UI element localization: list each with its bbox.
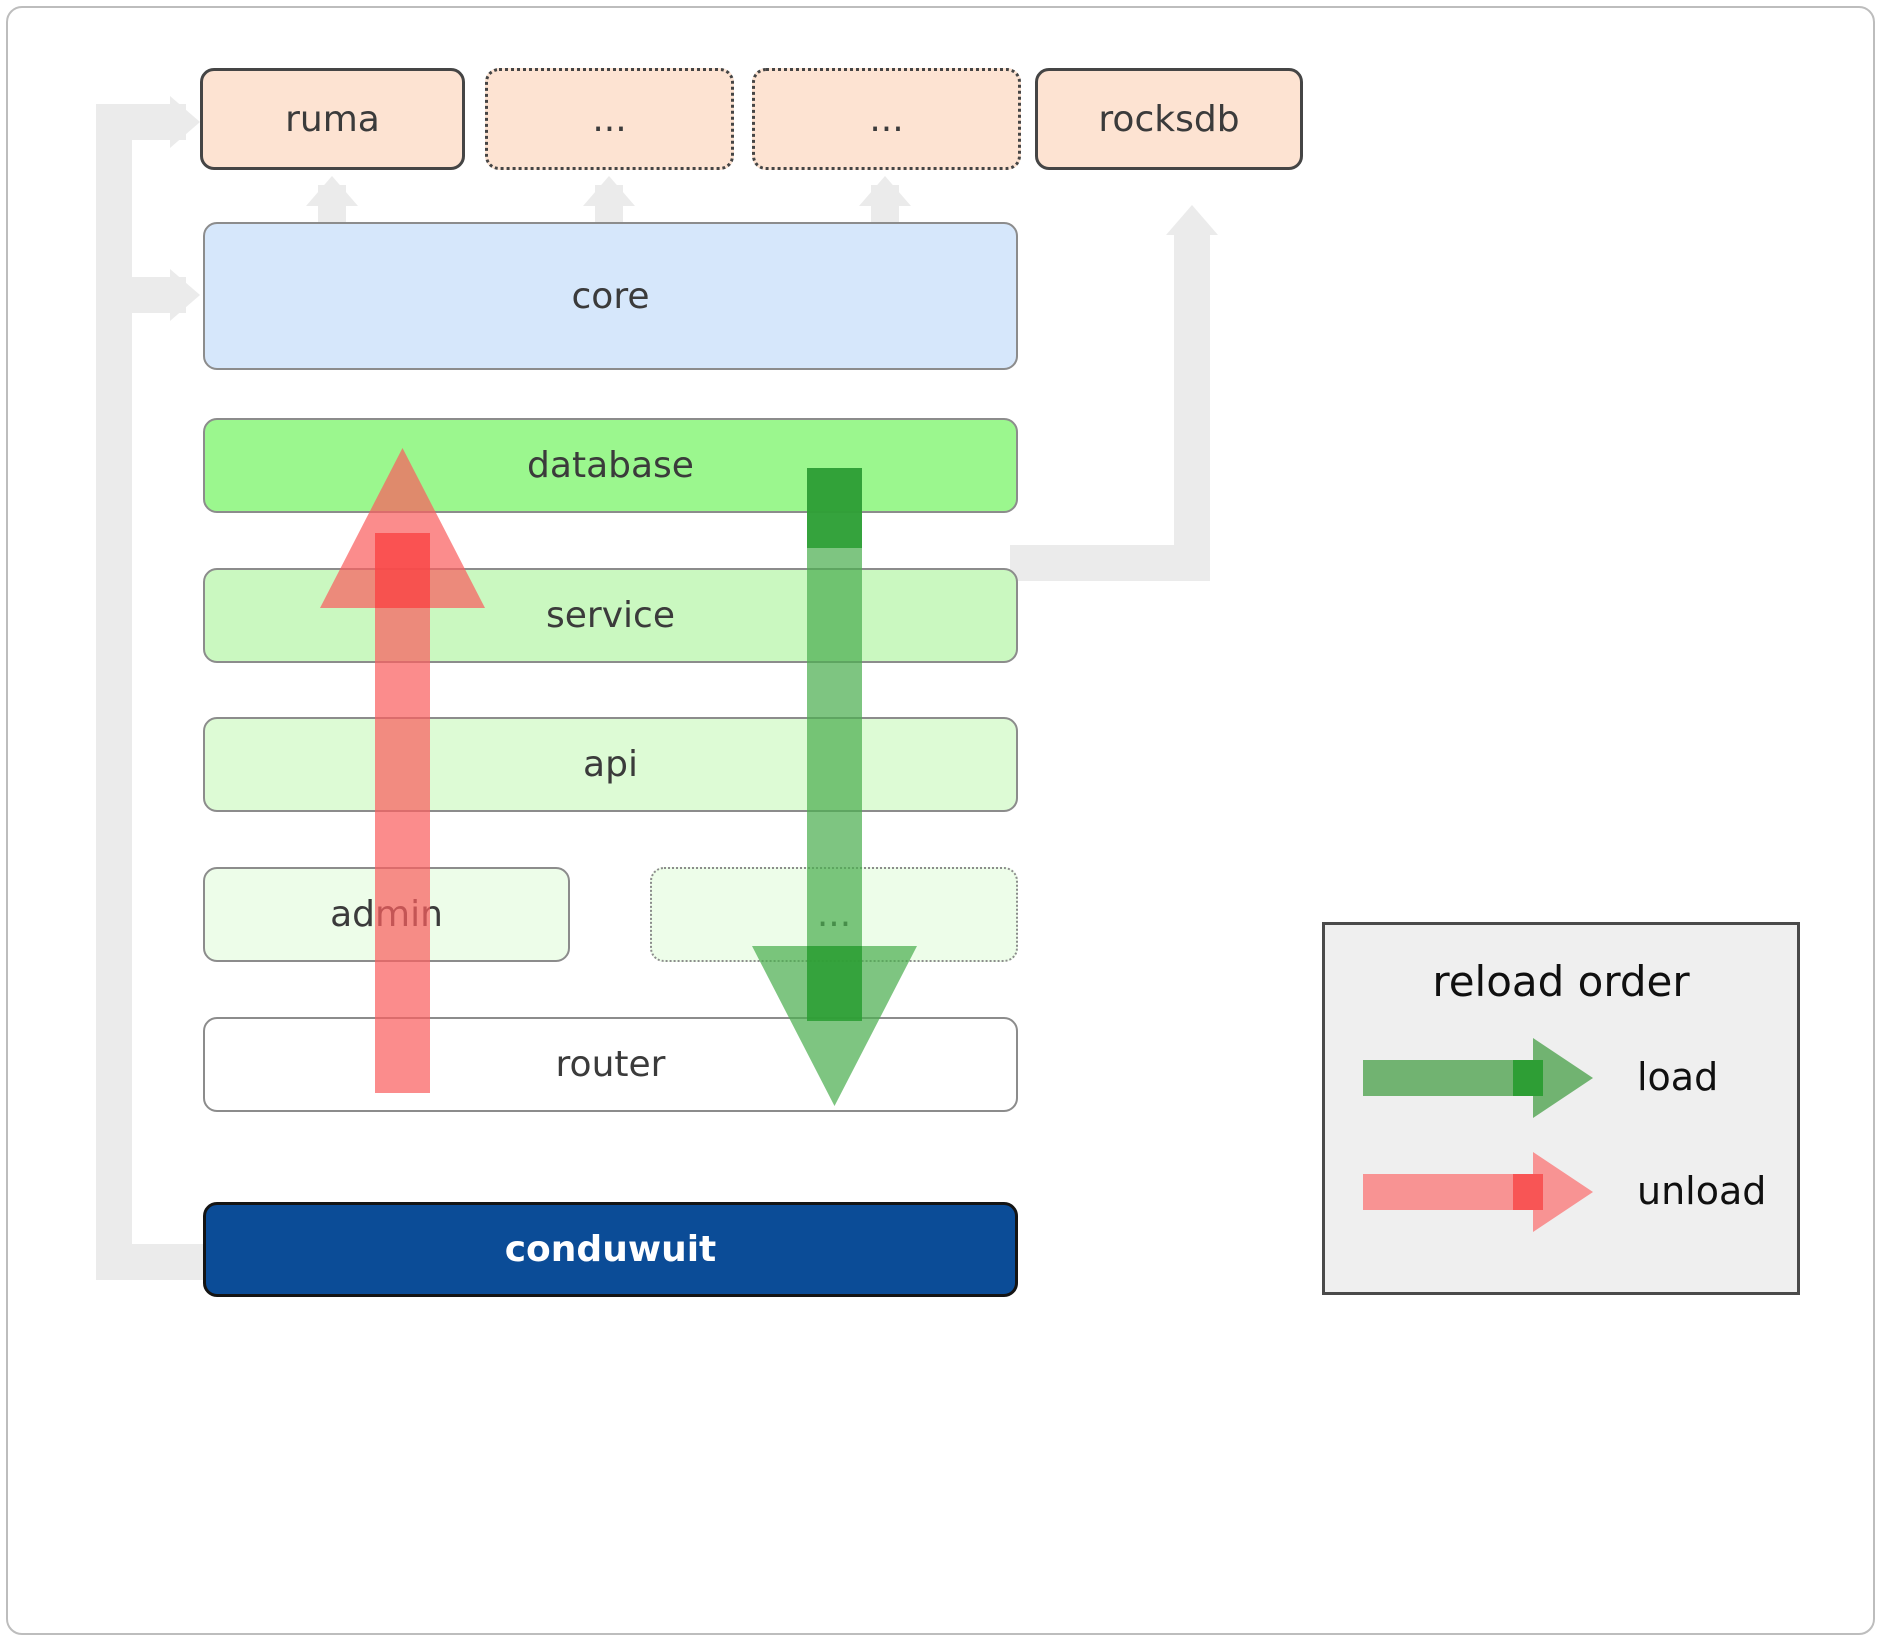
unload-flow-arrow [320,448,485,1093]
legend-load-label: load [1637,1055,1719,1099]
layer-box-api[interactable]: api [203,717,1018,812]
dependency-box-placeholder-1[interactable]: ... [485,68,734,170]
connector-core-to-ruma-arrowhead [306,176,358,206]
layer-label: database [527,445,694,486]
layer-box-database[interactable]: database [203,418,1018,513]
layer-box-service[interactable]: service [203,568,1018,663]
layer-box-router[interactable]: router [203,1017,1018,1112]
dependency-label: ... [869,98,904,140]
dependency-box-placeholder-2[interactable]: ... [752,68,1021,170]
dependency-label: rocksdb [1098,98,1240,140]
diagram-title: conduwuit crate layering / reload order [0,0,1,1]
connector-to-ruma-arrowhead [170,96,200,148]
legend-panel: reload order load unload [1322,922,1800,1295]
dependency-label: ruma [285,98,380,140]
legend-title: reload order [1432,957,1690,1006]
dependency-label: ... [592,98,627,140]
connector-db-to-rocksdb-vertical [1174,234,1210,574]
layer-label: api [583,744,638,785]
legend-unload-arrow-icon [1363,1152,1593,1232]
connector-db-to-rocksdb-arrowhead [1166,205,1218,235]
connector-core-to-dots2-arrowhead [859,176,911,206]
connector-to-core-arrowhead [170,269,200,321]
legend-unload-label: unload [1637,1169,1767,1213]
dependency-box-ruma[interactable]: ruma [200,68,465,170]
binary-box-conduwuit[interactable]: conduwuit [203,1202,1018,1297]
layer-label: core [571,275,650,317]
binary-label: conduwuit [504,1229,717,1270]
connector-core-to-dots1-arrowhead [583,176,635,206]
layer-box-core[interactable]: core [203,222,1018,370]
dependency-box-rocksdb[interactable]: rocksdb [1035,68,1303,170]
load-flow-arrow [752,468,917,1106]
layer-label: router [555,1044,666,1085]
layer-label: service [546,595,675,636]
legend-load-arrow-icon [1363,1038,1593,1118]
